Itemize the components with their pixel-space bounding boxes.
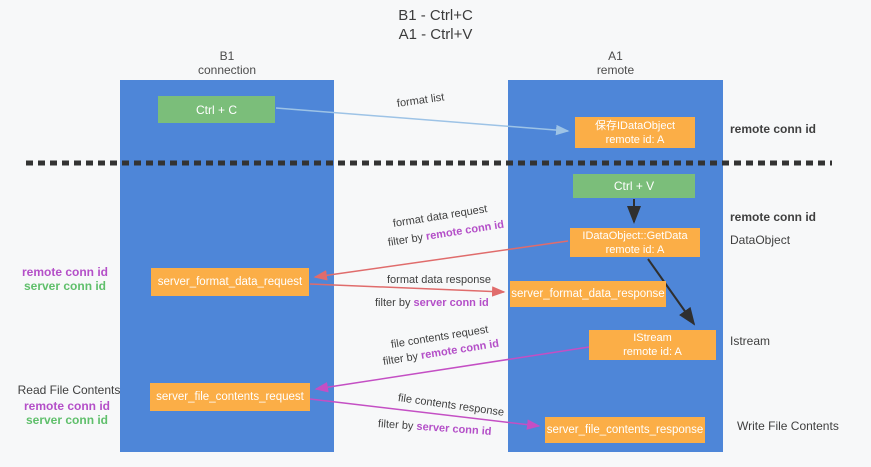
node-istream-line2: remote id: A (623, 346, 682, 358)
node-ctrl-v-label: Ctrl + V (613, 179, 655, 193)
left-conn-ids-bottom: remote conn id server conn id (12, 399, 122, 427)
format-data-response-text: format data response (387, 274, 491, 286)
right-remote-conn-id-mid: remote conn id (730, 210, 816, 224)
node-save-idataobject-line2: remote id: A (605, 133, 665, 146)
lane-a1-subtitle: remote (596, 63, 635, 77)
node-save-idataobject: 保存IDataObject remote id: A (575, 117, 695, 148)
filter-by-text: filter by (377, 418, 414, 433)
left-conn-ids-mid: remote conn id server conn id (10, 265, 120, 293)
filter-by-text: filter by (387, 231, 424, 249)
diagram-title: B1 - Ctrl+C A1 - Ctrl+V (0, 6, 871, 44)
edge-label-filter-server-2: filter by server conn id (378, 418, 492, 438)
read-file-contents-label: Read File Contents (14, 383, 124, 397)
remote-conn-id-text: remote conn id (730, 122, 817, 136)
read-file-contents-text: Read File Contents (17, 383, 121, 397)
lane-b1-subtitle: connection (197, 63, 257, 77)
left-server-conn-id-1: server conn id (23, 279, 107, 293)
istream-text: Istream (730, 334, 771, 348)
lane-a1-title: A1 (608, 49, 623, 63)
format-list-text: format list (396, 91, 446, 110)
node-getdata-line1: IDataObject::GetData (582, 229, 688, 242)
filter-by-text: filter by (375, 297, 411, 309)
istream-label: Istream (730, 334, 770, 348)
edge-label-filter-server-1: filter by server conn id (375, 297, 489, 309)
node-server-format-data-response: server_format_data_response (510, 281, 666, 307)
node-idataobject-getdata: IDataObject::GetData remote id: A (570, 228, 700, 257)
lane-header-a1: A1 remote (508, 49, 723, 77)
node-server-format-data-request: server_format_data_request (151, 268, 309, 296)
node-format-request-label: server_format_data_request (157, 276, 303, 288)
left-remote-conn-id-1: remote conn id (21, 265, 108, 279)
node-istream-line1: IStream (633, 332, 672, 344)
write-file-contents-text: Write File Contents (737, 419, 839, 433)
node-ctrl-v: Ctrl + V (573, 174, 695, 198)
lane-b1-title: B1 (219, 49, 235, 63)
write-file-contents-label: Write File Contents (737, 419, 839, 433)
node-istream: IStream remote id: A (589, 330, 716, 360)
node-server-file-contents-request: server_file_contents_request (150, 383, 310, 411)
edge-label-format-data-response: format data response (387, 274, 491, 286)
node-server-file-contents-response: server_file_contents_response (545, 417, 705, 443)
left-remote-conn-id-2: remote conn id (23, 399, 110, 413)
edge-label-file-contents-response: file contents response (397, 392, 505, 419)
node-format-response-label: server_format_data_response (511, 288, 665, 300)
node-file-response-label: server_file_contents_response (546, 424, 704, 436)
node-getdata-line2: remote id: A (605, 243, 665, 256)
remote-conn-id-text: remote conn id (730, 210, 817, 224)
node-ctrl-c: Ctrl + C (158, 96, 275, 123)
lane-header-b1: B1 connection (120, 49, 334, 77)
node-save-idataobject-line1: 保存IDataObject (594, 119, 676, 132)
node-file-request-label: server_file_contents_request (156, 391, 304, 403)
server-conn-id-text: server conn id (416, 420, 492, 438)
filter-by-text: filter by (382, 350, 419, 368)
title-line-1: B1 - Ctrl+C (398, 7, 473, 24)
right-remote-conn-id-top: remote conn id (730, 122, 816, 136)
title-line-2: A1 - Ctrl+V (398, 26, 473, 43)
dataobject-label: DataObject (730, 233, 790, 247)
left-server-conn-id-2: server conn id (25, 413, 109, 427)
edge-label-format-list: format list (396, 91, 445, 110)
server-conn-id-text: server conn id (413, 297, 489, 309)
node-ctrl-c-label: Ctrl + C (195, 102, 237, 117)
file-contents-response-text: file contents response (397, 392, 505, 419)
dataobject-text: DataObject (730, 233, 791, 247)
